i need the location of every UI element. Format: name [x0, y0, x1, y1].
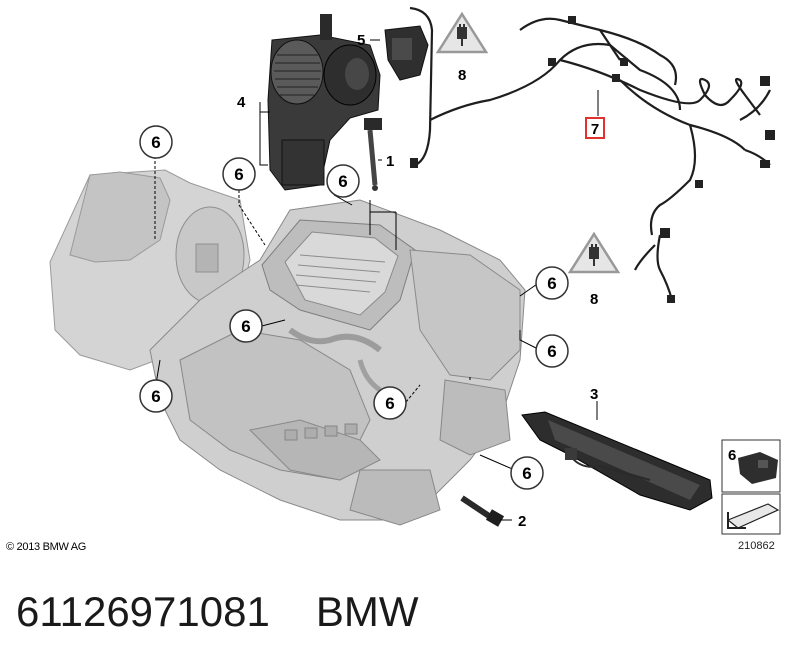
callout-6-i: 6 — [510, 456, 544, 490]
legend-box-number: 6 — [728, 447, 736, 464]
callout-6-g-label: 6 — [151, 387, 160, 406]
copyright-notice: © 2013 BMW AG — [6, 541, 87, 553]
callout-6-b: 6 — [222, 157, 256, 191]
hvac-housing — [49, 169, 526, 526]
blower-motor — [267, 14, 381, 191]
part-label-2: 2 — [518, 513, 526, 530]
part-label-4: 4 — [237, 94, 246, 111]
callout-6-h-label: 6 — [385, 394, 394, 413]
part-caption: 61126971081 BMW — [0, 588, 800, 648]
callout-6-c: 6 — [326, 164, 360, 198]
callout-6-h: 6 — [373, 386, 407, 420]
sensor-part-2 — [460, 495, 505, 527]
filter-cover — [521, 411, 713, 511]
temperature-sensor — [364, 118, 382, 191]
callout-6-g: 6 — [139, 379, 173, 413]
part-label-8-bottom: 8 — [590, 291, 598, 308]
callout-6-f-label: 6 — [547, 342, 556, 361]
legend-box-part-6: 6 — [721, 439, 781, 493]
part-label-7-highlight: 7 — [585, 117, 605, 139]
warning-triangle-8-bottom — [567, 231, 621, 274]
callout-6-b-label: 6 — [234, 165, 243, 184]
part-label-1: 1 — [386, 153, 394, 170]
callout-6-e: 6 — [229, 309, 263, 343]
part-label-7: 7 — [591, 121, 599, 138]
part-label-8-top: 8 — [458, 67, 466, 84]
harness-connectors — [410, 16, 775, 303]
wiring-harness — [409, 6, 771, 301]
callout-6-f: 6 — [535, 334, 569, 368]
image-number: 210862 — [738, 540, 775, 552]
legend-box-arrow — [721, 493, 781, 535]
part-number: 61126971081 — [16, 588, 270, 635]
callout-6-a: 6 — [139, 125, 173, 159]
callout-6-e-label: 6 — [241, 317, 250, 336]
part-label-3: 3 — [590, 386, 598, 403]
callout-6-c-label: 6 — [338, 172, 347, 191]
blower-resistor — [384, 25, 429, 81]
diagram-svg: 6 6 6 6 6 6 6 6 6 1 2 3 4 5 8 8 7 — [49, 6, 781, 535]
callout-6-i-label: 6 — [522, 464, 531, 483]
exploded-parts-diagram: 6 6 6 6 6 6 6 6 6 1 2 3 4 5 8 8 7 — [49, 6, 781, 535]
brand-name: BMW — [315, 588, 419, 635]
part-label-5: 5 — [357, 32, 365, 49]
warning-triangle-8-top — [435, 11, 489, 54]
callout-6-d: 6 — [535, 266, 569, 300]
callout-6-d-label: 6 — [547, 274, 556, 293]
callout-6-a-label: 6 — [151, 133, 160, 152]
